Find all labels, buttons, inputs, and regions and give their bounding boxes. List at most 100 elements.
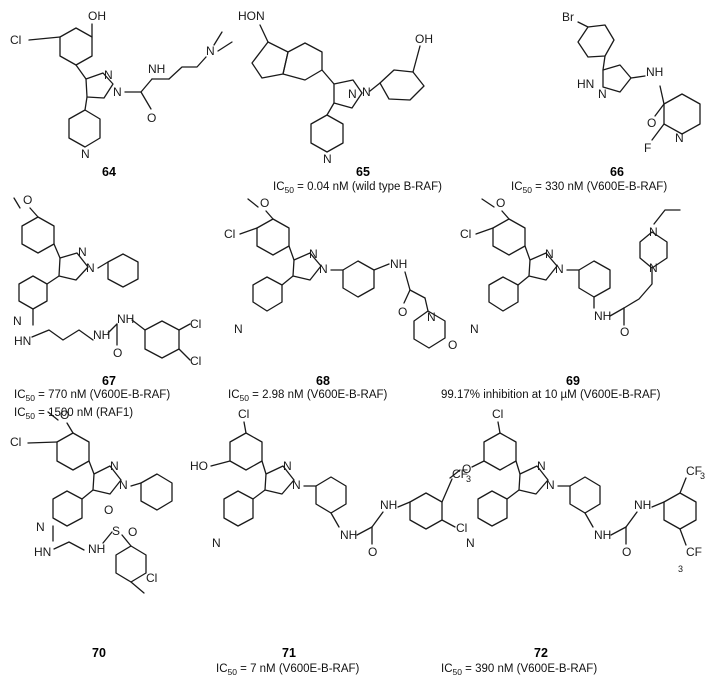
atom-s: S: [112, 524, 120, 538]
atom-o: O: [496, 196, 505, 210]
atom-o: O: [622, 545, 631, 559]
ic50-65: IC50 = 0.04 nM (wild type B-RAF): [273, 181, 442, 195]
atom-cf3: CF: [686, 545, 702, 559]
atom-subscript-3: 3: [466, 474, 471, 484]
atom-n: N: [649, 225, 658, 239]
atom-oh: OH: [88, 9, 106, 23]
atom-hn: HN: [34, 545, 51, 559]
compound-number-64: 64: [102, 165, 116, 179]
atom-h-n: NH: [148, 62, 165, 76]
atom-cf3: CF: [452, 467, 468, 481]
atom-n: N: [598, 87, 607, 101]
atom-nh: NH: [634, 498, 651, 512]
atom-n: N: [470, 322, 479, 336]
ic50-67-raf1: IC50 = 1500 nM (RAF1): [14, 407, 133, 421]
atom-cl: Cl: [10, 435, 21, 449]
ic50-67-braf: IC50 = 770 nM (V600E-B-RAF): [14, 389, 170, 403]
atom-nh: NH: [380, 498, 397, 512]
atom-n: N: [104, 68, 113, 82]
atom-n: N: [362, 85, 371, 99]
atom-o: O: [113, 346, 122, 360]
atom-o: O: [647, 116, 656, 130]
structure-64: OH Cl N N O NH N N: [10, 9, 233, 161]
atom-n: N: [81, 147, 90, 161]
atom-o: O: [260, 196, 269, 210]
atom-cl: Cl: [224, 227, 235, 241]
atom-n: N: [113, 85, 122, 99]
compound-number-68: 68: [316, 374, 330, 388]
atom-nh: NH: [117, 312, 134, 326]
structure-71: Cl HO N N NH O NH CF 3 Cl N: [190, 407, 471, 559]
atom-cl: Cl: [456, 521, 467, 535]
atom-hn: HN: [14, 334, 31, 348]
atom-o: O: [104, 503, 113, 517]
atom-n: N: [319, 262, 328, 276]
atom-o: O: [398, 305, 407, 319]
atom-cl: Cl: [460, 227, 471, 241]
atom-nh: NH: [88, 542, 105, 556]
atom-oh: OH: [415, 32, 433, 46]
atom-hn: NH: [340, 528, 357, 542]
atom-n: N: [78, 245, 87, 259]
atom-hn: NH: [594, 528, 611, 542]
atom-subscript-3: 3: [700, 471, 705, 481]
atom-cl: Cl: [10, 33, 21, 47]
atom-n: N: [13, 314, 22, 328]
atom-n: N: [348, 87, 357, 101]
atom-n: N: [466, 536, 475, 550]
atom-ho: HO: [190, 459, 208, 473]
atom-f: F: [644, 141, 651, 155]
atom-n: N: [427, 310, 436, 324]
atom-n: N: [283, 459, 292, 473]
atom-n: N: [110, 459, 119, 473]
atom-n: N: [119, 478, 128, 492]
atom-o: O: [147, 111, 156, 125]
ic50-71: IC50 = 7 nM (V600E-B-RAF): [216, 663, 360, 677]
atom-cl: Cl: [492, 407, 503, 421]
atom-br: Br: [562, 10, 574, 24]
compound-number-70: 70: [92, 646, 106, 660]
atom-n: N: [546, 478, 555, 492]
atom-o: O: [23, 193, 32, 207]
compound-number-71: 71: [282, 646, 296, 660]
atom-n: N: [545, 247, 554, 261]
atom-n: N: [323, 152, 332, 166]
compound-number-72: 72: [534, 646, 548, 660]
atom-hn: HN: [577, 77, 594, 91]
structure-65: HO N N N OH N: [238, 9, 433, 166]
inhibition-69: 99.17% inhibition at 10 µM (V600E-B-RAF): [441, 389, 661, 401]
atom-o: O: [462, 462, 471, 476]
atom-n: N: [234, 322, 243, 336]
atom-o: O: [620, 325, 629, 339]
atom-n: N: [212, 536, 221, 550]
atom-n: N: [206, 44, 215, 58]
structure-68: O Cl N N NH O N O N: [224, 196, 457, 352]
atom-hon: HO: [238, 9, 256, 23]
ic50-66: IC50 = 330 nM (V600E-B-RAF): [511, 181, 667, 195]
atom-cl: Cl: [146, 571, 157, 585]
compound-number-65: 65: [356, 165, 370, 179]
atom-n: N: [309, 247, 318, 261]
atom-n: N: [649, 261, 658, 275]
atom-o: O: [368, 545, 377, 559]
compound-number-67: 67: [102, 374, 116, 388]
atom-cf3: CF: [686, 464, 702, 478]
atom-nh: NH: [390, 257, 407, 271]
atom-n: N: [86, 261, 95, 275]
atom-n: N: [555, 262, 564, 276]
ic50-68: IC50 = 2.98 nM (V600E-B-RAF): [228, 389, 388, 403]
atom-o: O: [128, 525, 137, 539]
compound-number-66: 66: [610, 165, 624, 179]
structure-67: O N N N HN NH O NH Cl Cl: [13, 193, 201, 368]
atom-cl: Cl: [190, 317, 201, 331]
atom-cl: Cl: [190, 354, 201, 368]
atom-nh: NH: [93, 328, 110, 342]
svg-text:N: N: [256, 9, 265, 23]
atom-hn: NH: [594, 309, 611, 323]
atom-nh: NH: [646, 65, 663, 79]
structure-66: Br HN N NH O N F: [562, 10, 701, 155]
atom-o: O: [448, 338, 457, 352]
compound-number-69: 69: [566, 374, 580, 388]
structure-69: O Cl N N NH O N N N: [460, 196, 681, 339]
